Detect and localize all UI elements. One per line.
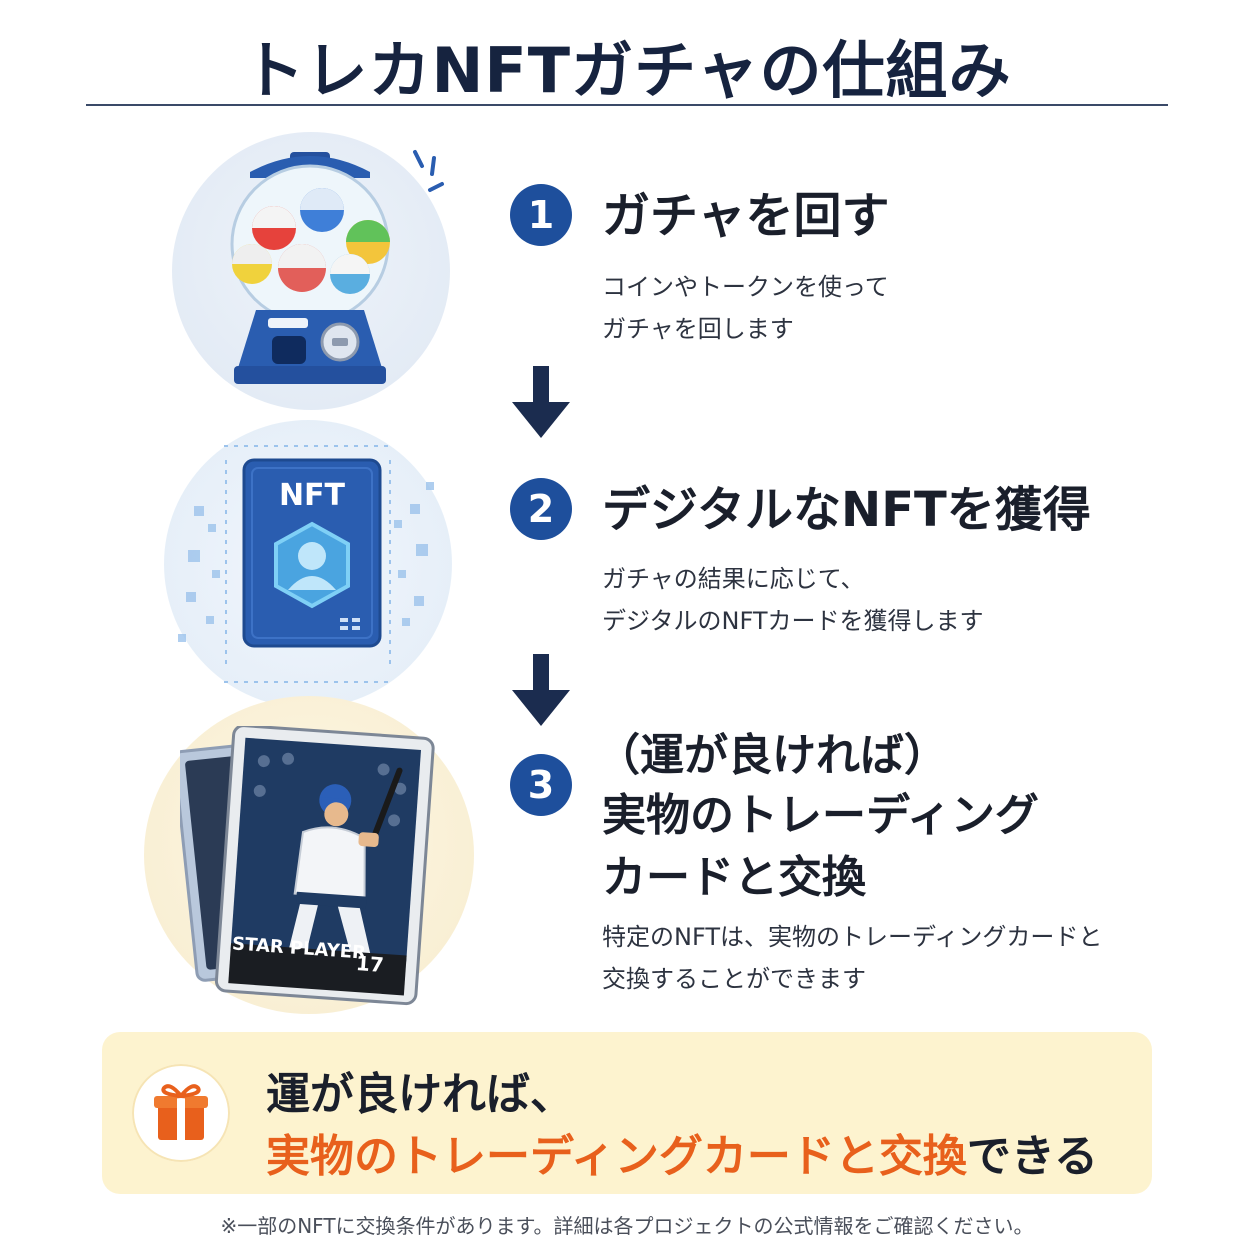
- gift-icon-container: [132, 1064, 230, 1162]
- footnote: ※一部のNFTに交換条件があります。詳細は各プロジェクトの公式情報をご確認くださ…: [220, 1214, 1034, 1238]
- step-desc-2-line1: ガチャの結果に応じて、: [602, 565, 865, 593]
- gacha-machine-illustration: [172, 132, 450, 410]
- step-title-2: デジタルなNFTを獲得: [602, 482, 1091, 538]
- step-title-3-line1: （運が良ければ）: [596, 730, 948, 781]
- step-number-3: 3: [510, 754, 572, 816]
- step-desc-3-line1: 特定のNFTは、実物のトレーディングカードと: [602, 923, 1103, 951]
- gift-icon: [154, 1084, 208, 1140]
- nft-card-label: NFT: [278, 478, 346, 513]
- title-divider: [86, 104, 1168, 106]
- step-number-1: 1: [510, 184, 572, 246]
- highlight-banner: 運が良ければ、 実物のトレーディングカードと交換できる: [102, 1032, 1152, 1194]
- step-desc-2-line2: デジタルのNFTカードを獲得します: [602, 607, 984, 635]
- banner-highlight-text: 実物のトレーディングカードと交換: [266, 1131, 967, 1182]
- trading-card-icon: [180, 726, 435, 1006]
- banner-line1: 運が良ければ、: [266, 1069, 574, 1120]
- arrow-down-icon: [512, 654, 570, 726]
- step-desc-3-line2: 交換することができます: [602, 965, 866, 993]
- page-title: トレカNFTガチャの仕組み: [242, 34, 1012, 107]
- step-title-3-line3: カードと交換: [602, 852, 866, 903]
- nft-card-icon: [242, 458, 382, 648]
- gacha-machine-icon: [230, 150, 444, 384]
- banner-rest-text: できる: [966, 1131, 1099, 1182]
- pixel-particles-icon: [178, 445, 434, 683]
- step-title-1: ガチャを回す: [602, 188, 890, 244]
- step-desc-1-line2: ガチャを回します: [602, 315, 794, 343]
- player-card-number: 17: [355, 951, 385, 977]
- step-title-3-line2: 実物のトレーディング: [602, 790, 1039, 841]
- step-desc-1-line1: コインやトークンを使って: [602, 273, 889, 301]
- banner-line2: 実物のトレーディングカードと交換できる: [266, 1120, 1098, 1184]
- arrow-down-icon: [512, 366, 570, 438]
- step-number-2: 2: [510, 478, 572, 540]
